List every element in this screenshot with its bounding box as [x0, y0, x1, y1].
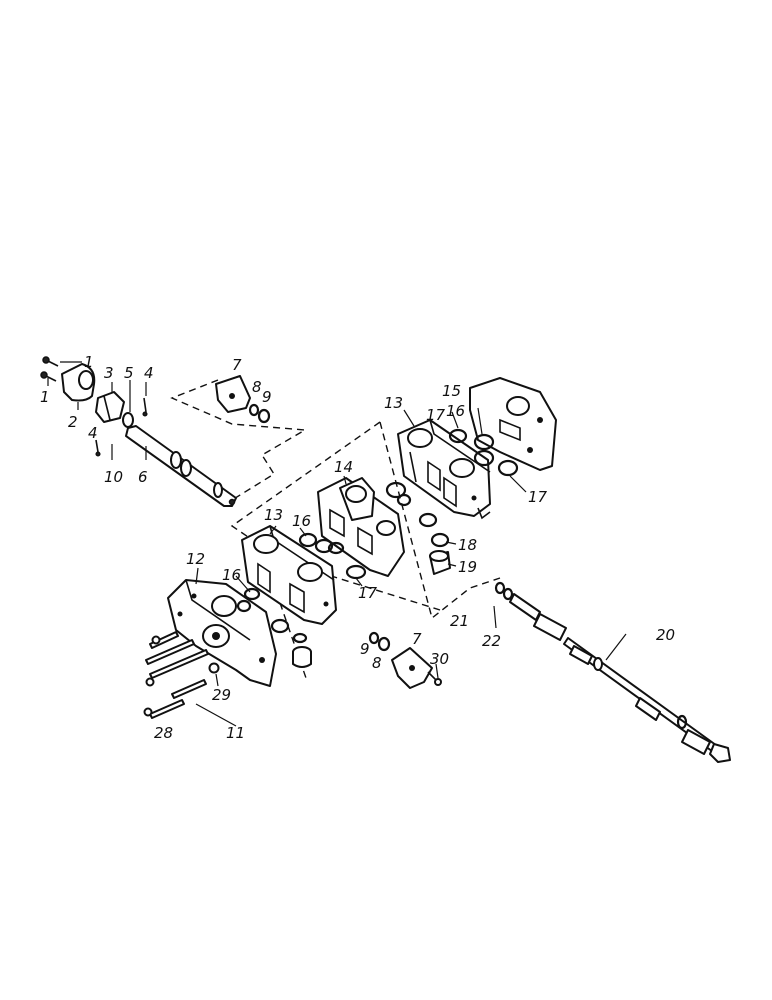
valve-section-upper [397, 419, 491, 520]
callout-14: 14 [334, 458, 353, 476]
callout-18: 18 [458, 536, 477, 554]
leader-lines [47, 361, 627, 727]
callout-17c: 17 [358, 584, 378, 602]
callout-13-lower: 13 [264, 506, 283, 524]
tie-bolts [143, 631, 220, 719]
callout-17a: 17 [426, 406, 446, 424]
callout-4b: 4 [88, 424, 98, 442]
callout-4a: 4 [144, 364, 154, 382]
callout-1a: 1 [84, 353, 94, 371]
callout-11: 11 [226, 724, 245, 742]
callout-16b: 16 [222, 566, 241, 584]
callout-16a: 16 [292, 512, 311, 530]
callout-7-top: 7 [232, 356, 242, 374]
callout-7-lower: 7 [412, 630, 422, 648]
inlet-housing [167, 579, 277, 687]
top-cover-plate [215, 375, 271, 424]
check-valve [429, 532, 451, 575]
long-spool-assembly [494, 581, 731, 763]
callout-28: 28 [154, 724, 173, 742]
lower-cover-plate [368, 631, 442, 689]
callout-22: 22 [482, 632, 501, 650]
valve-section-lower [241, 525, 337, 644]
callout-20: 20 [656, 626, 675, 644]
callout-13-top: 13 [384, 394, 403, 412]
callout-19: 19 [458, 558, 477, 576]
callout-6: 6 [138, 468, 148, 486]
callout-21: 21 [450, 612, 469, 630]
plug [292, 646, 312, 668]
callout-9-lower: 9 [360, 640, 370, 658]
spool-end-assembly [40, 356, 237, 507]
callout-16-top: 16 [446, 402, 465, 420]
callout-2: 2 [68, 413, 78, 431]
callout-29: 29 [212, 686, 231, 704]
callout-10: 10 [104, 468, 123, 486]
callout-8-lower: 8 [372, 654, 382, 672]
callout-5: 5 [124, 364, 134, 382]
callout-1b: 1 [40, 388, 50, 406]
callout-30: 30 [430, 650, 449, 668]
callout-3: 3 [104, 364, 114, 382]
callout-12: 12 [186, 550, 205, 568]
callout-8-top: 8 [252, 378, 262, 396]
seal-rings-upper [385, 428, 519, 528]
callouts: 1 1 2 3 5 4 4 10 6 7 8 9 13 15 16 17 17 … [40, 353, 675, 742]
callout-9-top: 9 [262, 388, 272, 406]
callout-17b: 17 [528, 488, 548, 506]
callout-15: 15 [442, 382, 461, 400]
valve-section-center [317, 477, 405, 580]
